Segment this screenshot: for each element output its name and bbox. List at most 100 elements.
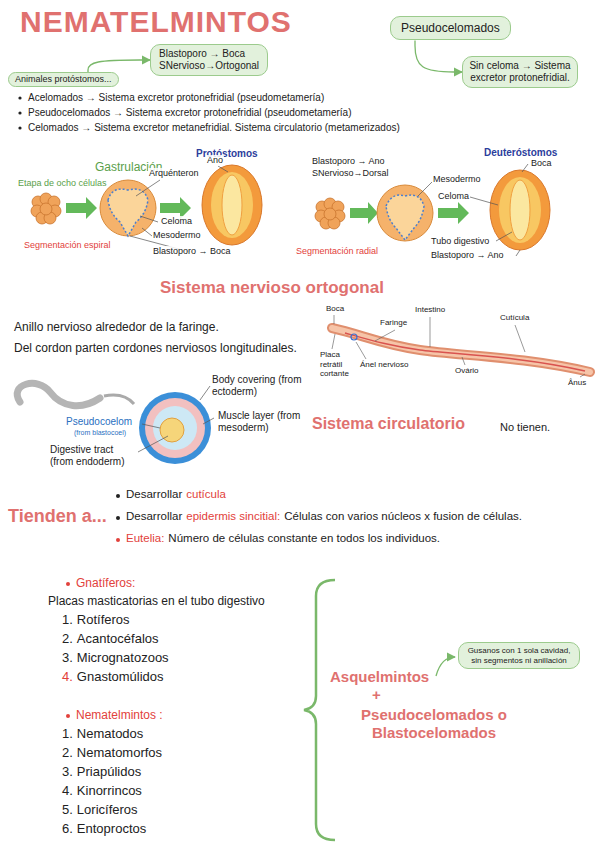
text-label: Anillo nervioso alrededor de la faringe. [14,320,219,334]
text-label: Arquénteron [148,168,200,179]
text-label: cutícula [186,488,226,502]
box-text: Gusanos con 1 sola cavidad, sin segmento… [465,646,573,665]
embryo-deuterostome [522,164,528,172]
text-label: Placa retrátil cortante [320,350,352,379]
worm-drawing [332,334,335,349]
embryo-deuterostome [438,202,469,224]
worm-drawing [332,315,590,377]
embryo-deuterostome [510,180,530,240]
embryo-protostome [136,180,160,196]
text-label: Sistema circulatorio [312,414,465,433]
text-label: epidermis sincitial: [186,510,280,524]
cross-section-drawing [17,383,214,464]
embryo-protostome [211,172,253,238]
bullet-dots [66,582,70,586]
text-label: Ânus [568,378,586,388]
note-box: Animales protóstomos... [8,72,119,87]
text-label: Células con varios núcleos x fusion de c… [284,510,522,524]
embryo-deuterostome [418,182,432,196]
text-label: Pseudocelomados → Sistema excretor proto… [28,107,352,119]
text-label: Nematelmintos : [76,708,163,722]
text-label: Gnatíferos: [76,576,135,590]
embryo-deuterostome [315,198,345,229]
arrow-connector [415,40,462,72]
cross-section-drawing [138,436,168,452]
worm-drawing [580,374,585,377]
text-label: Ano [206,155,224,166]
embryo-deuterostome [350,202,378,224]
arrow-connector [88,60,150,72]
bullet-dots [66,714,70,718]
text-label: Segmentación radial [296,246,378,257]
text-label: Ovário [455,366,479,376]
cross-section-drawing [104,395,134,404]
text-label: Pseudocelomados o Blastocelomados [348,706,520,742]
text-label: SNervioso→Dorsal [312,168,389,179]
text-label: Digestive tract (from endoderm) [50,444,136,468]
text-label: Pseudocoelom [66,416,132,428]
text-label: Nematodos [77,726,143,742]
text-label: 3. [62,650,73,666]
text-label: Intestino [415,305,445,315]
embryo-deuterostome [324,208,336,220]
text-label: Segmentación espiral [24,240,111,251]
text-label: Boca [326,304,344,314]
worm-drawing [462,357,465,365]
page-title: NEMATELMINTOS [20,4,292,40]
text-label: Del cordon parten cordones nerviosos lon… [14,341,297,355]
bullet-dots [18,96,21,99]
text-label: Mesodermo [152,230,202,241]
embryo-deuterostome [377,185,433,241]
text-label: Nematomorfos [77,745,162,761]
box-text: Animales protóstomos... [15,74,112,85]
text-label: Body covering (from ectoderm) [212,374,304,398]
note-box: Gusanos con 1 sola cavidad, sin segmento… [458,642,580,669]
embryo-protostome [218,166,228,172]
text-label: Priapúlidos [77,764,141,780]
embryo-deuterostome [418,164,528,256]
embryo-protostome [140,216,158,222]
bullet-dots [116,494,120,498]
cross-section-drawing [17,383,100,405]
bullet-dots [18,111,21,114]
embryo-protostome [202,165,262,245]
embryo-protostome [130,166,228,252]
text-label: 6. [62,821,73,837]
cross-section-drawing [138,386,214,452]
text-label: + [372,686,381,704]
curly-brace [304,580,335,840]
text-label: (from blastocoel) [74,429,126,437]
embryo-protostome [31,193,61,224]
text-label: 4. [62,669,73,685]
embryo-protostome [40,203,52,215]
worm-drawing [345,333,585,371]
worm-drawing [356,342,366,359]
text-label: 2. [62,631,73,647]
cross-section-drawing [203,418,214,424]
box-text: Sin celoma → Sistema excretor protonefri… [469,60,571,84]
text-label: Ánel nervioso [360,360,408,370]
embryo-protostome [222,175,242,235]
text-label: Blastoporo → Ano [312,156,385,167]
embryo-deuterostome [490,170,550,250]
text-label: Celoma [437,191,470,202]
bullet-dots [116,516,120,520]
box-text: Pseudocelomados [401,21,500,35]
cross-section-drawing [142,424,160,428]
text-label: Celomados → Sistema excretor metanefridi… [28,122,400,134]
text-label: No tienen. [500,421,550,434]
text-label: Blastoporo → Ano [430,250,505,261]
text-label: Kinorrincos [77,783,142,799]
text-label: Tubo digestivo [430,236,490,247]
worm-drawing [430,317,431,347]
text-label: 1. [62,612,73,628]
cross-section-drawing [145,398,205,458]
embryo-protostome [108,189,148,236]
text-label: Eutelia: [126,532,164,546]
text-label: 5. [62,802,73,818]
text-label: Loricíferos [77,802,138,818]
embryo-deuterostome [386,195,424,240]
cross-section-drawing [200,386,210,400]
text-label: Celoma [160,216,193,227]
text-label: Cutícula [500,313,529,323]
